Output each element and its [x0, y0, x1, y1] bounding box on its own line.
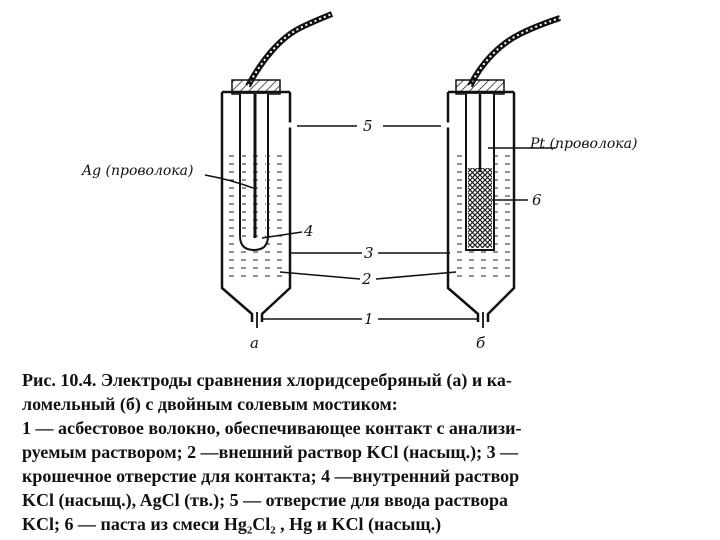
label-pt-wire: Pt (проволока): [529, 136, 637, 152]
caption-line: ломельный (б) с двойным солевым мостиком…: [22, 394, 398, 414]
cable-a: [245, 11, 334, 88]
caption-line: KCl; 6 — паста из смеси Hg₂Cl₂ , Hg и KC…: [22, 514, 442, 534]
label-4: 4: [303, 222, 314, 240]
caption-line: KCl (насыщ.), AgCl (тв.); 5 — отверстие …: [22, 490, 508, 510]
label-3: 3: [364, 244, 374, 262]
caption-line: руемым раствором; 2 —внешний раствор KCl…: [22, 442, 519, 462]
label-5: 5: [363, 117, 373, 135]
caption-line: 1 — асбестовое волокно, обеспечивающее к…: [22, 418, 522, 438]
caption-line: Рис. 10.4. Электроды сравнения хлоридсер…: [22, 370, 512, 390]
label-electrode-a: а: [250, 334, 259, 352]
electrode-b: [441, 15, 561, 328]
label-ag-wire: Ag (проволока): [80, 163, 193, 179]
outer-tube-b: [446, 92, 516, 322]
electrode-a: [220, 11, 334, 328]
label-1: 1: [364, 310, 374, 328]
figure-caption: Рис. 10.4. Электроды сравнения хлоридсер…: [22, 368, 702, 536]
caption-line: крошечное отверстие для контакта; 4 —вну…: [22, 466, 520, 486]
outer-tube-a: [220, 92, 292, 322]
leader-lines: [204, 125, 556, 320]
label-electrode-b: б: [476, 334, 486, 352]
electrodes-diagram: Ag (проволока) Pt (проволока) 5 4 3 2 1 …: [80, 11, 637, 352]
label-2: 2: [361, 270, 372, 288]
calomel-paste: [468, 168, 492, 248]
label-6: 6: [532, 191, 542, 209]
cable-b: [467, 15, 561, 88]
